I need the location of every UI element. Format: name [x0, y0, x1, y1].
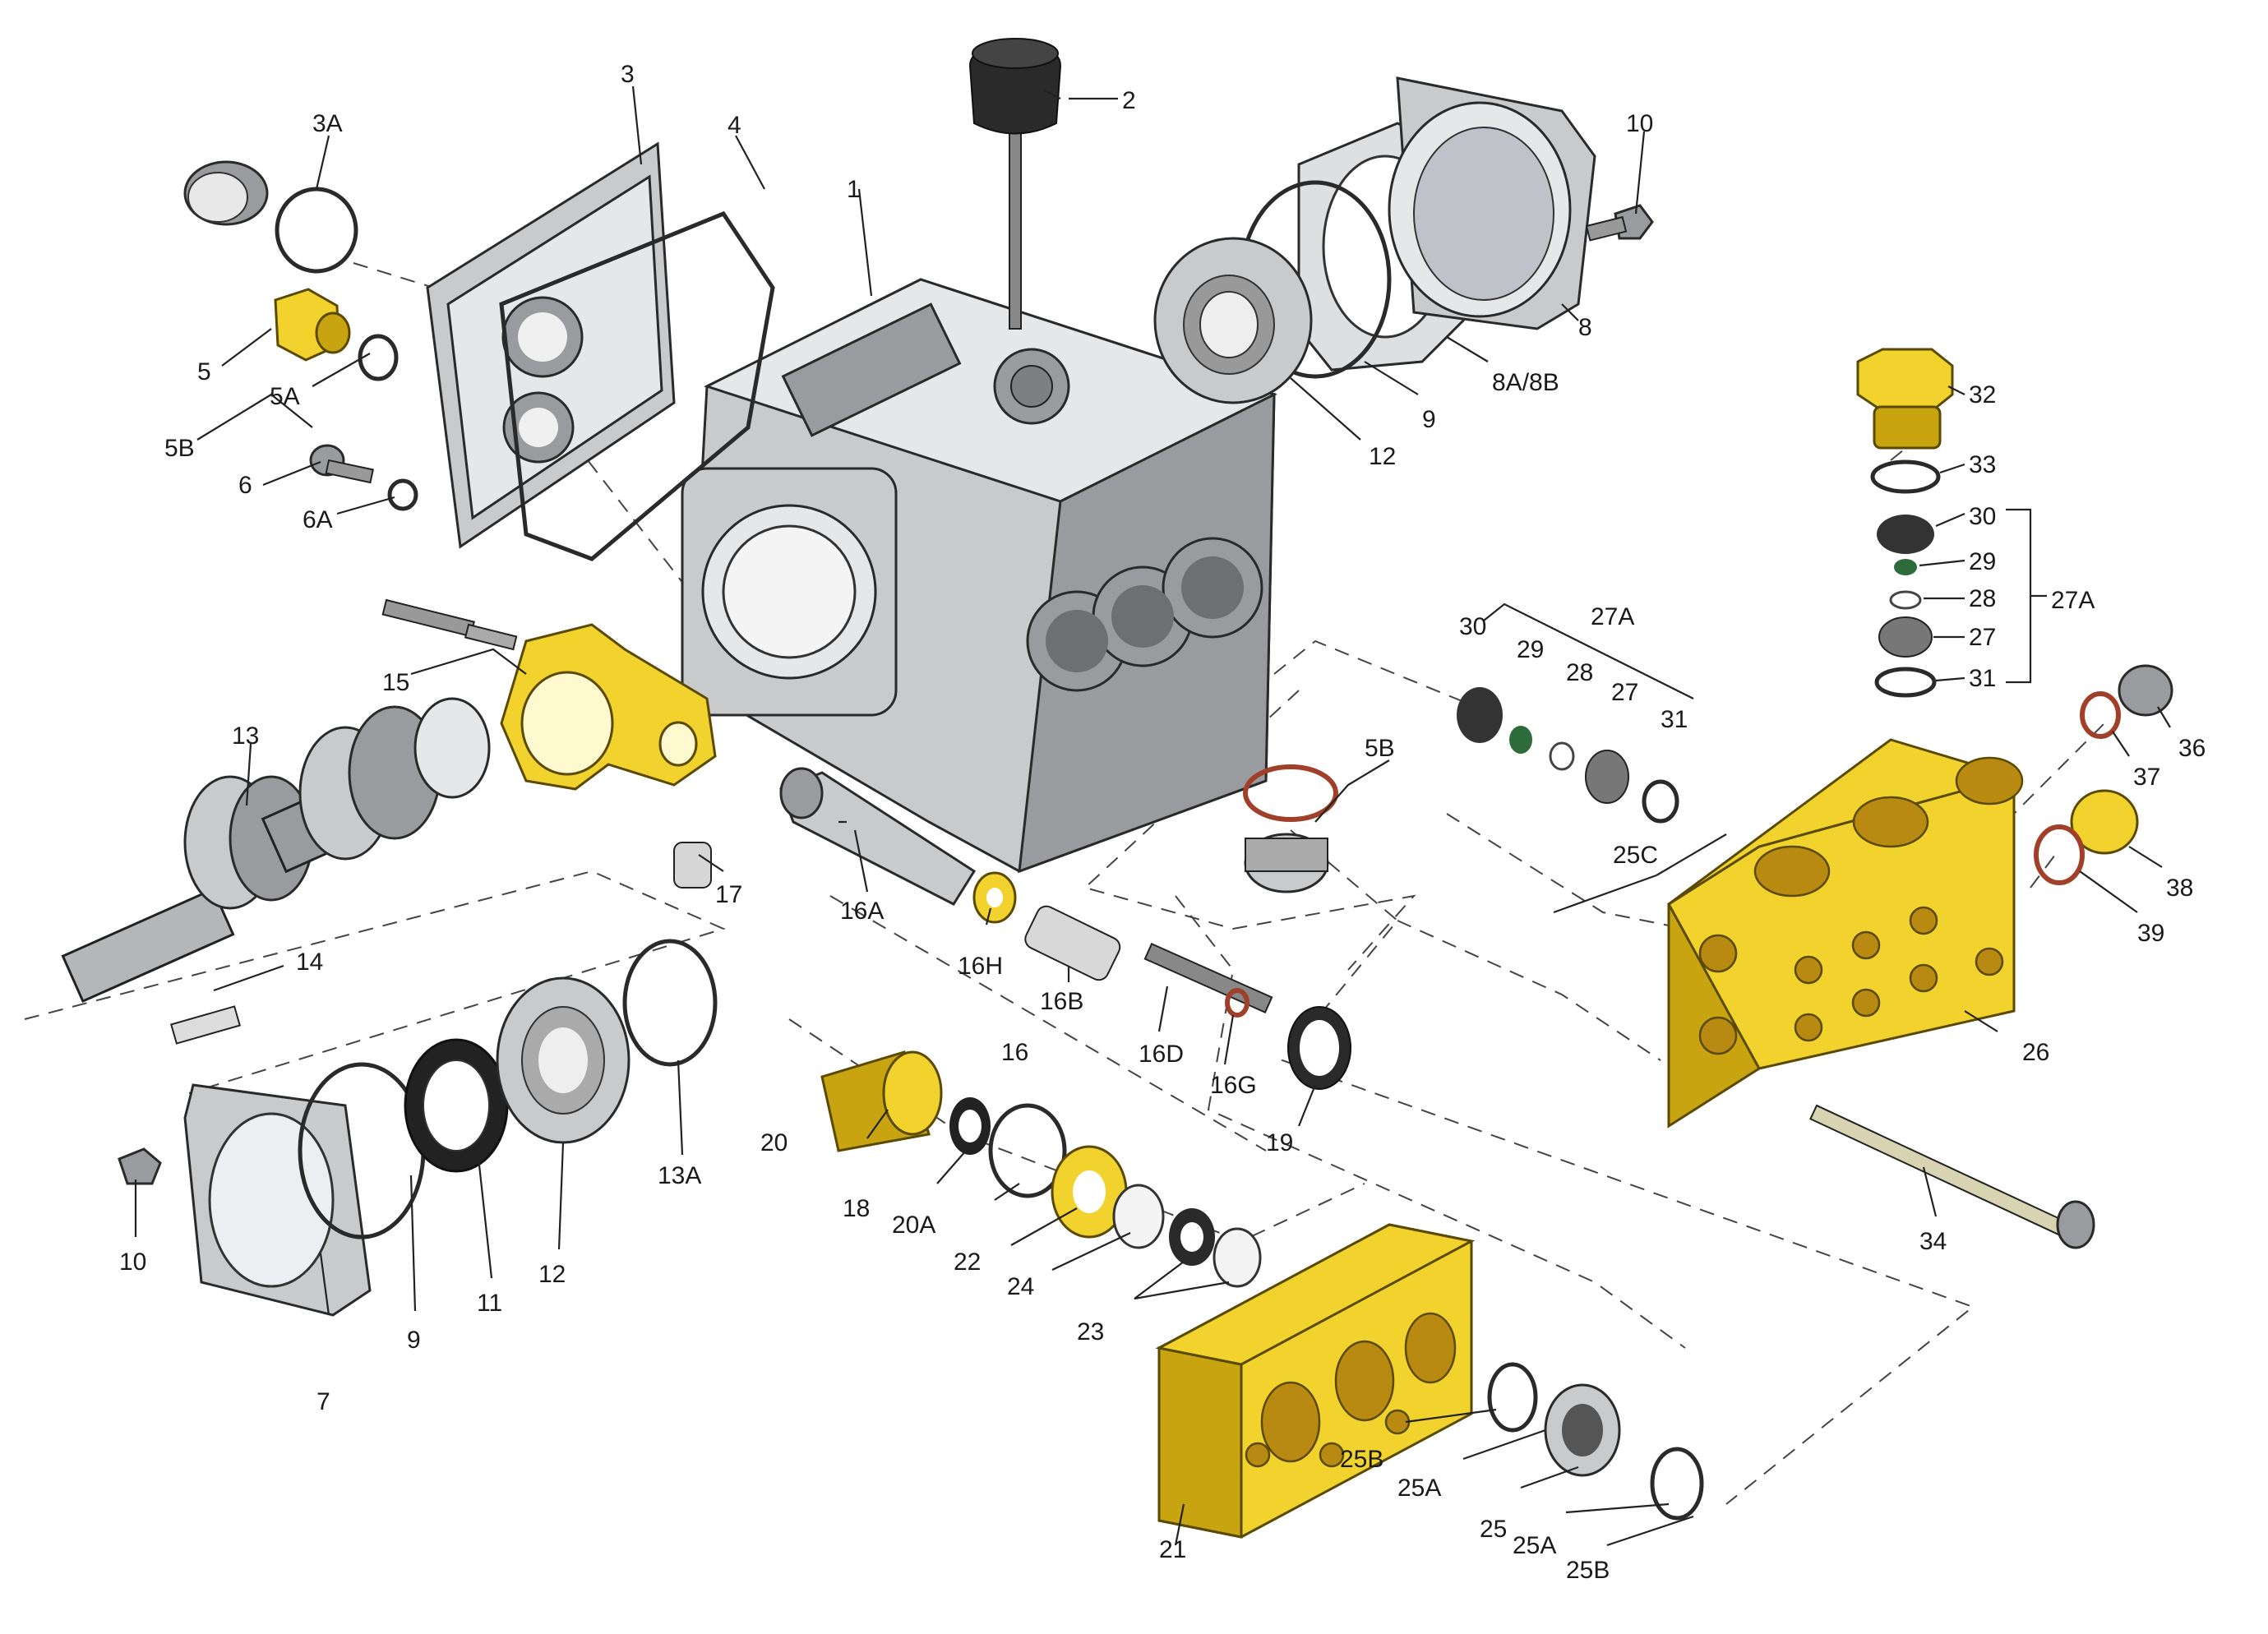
label-6a: 6A — [303, 506, 333, 533]
label-30-mid: 30 — [1459, 613, 1486, 640]
label-2: 2 — [1122, 87, 1136, 114]
label-12-top: 12 — [1369, 443, 1396, 470]
label-33: 33 — [1969, 451, 1996, 478]
label-3a: 3A — [312, 110, 343, 137]
label-25b-left: 25B — [1340, 1446, 1383, 1473]
label-34: 34 — [1919, 1228, 1947, 1255]
plunger-group — [673, 767, 1351, 1090]
label-10-top: 10 — [1626, 110, 1653, 137]
label-23: 23 — [1077, 1318, 1104, 1346]
label-27-right: 27 — [1969, 624, 1996, 651]
label-20: 20 — [760, 1129, 788, 1156]
valve-group-middle — [1457, 687, 1679, 824]
label-20a: 20A — [892, 1212, 935, 1239]
label-22: 22 — [954, 1249, 981, 1276]
label-4: 4 — [728, 112, 741, 139]
label-16a: 16A — [840, 898, 884, 925]
label-37: 37 — [2133, 764, 2160, 791]
connecting-rod — [381, 598, 717, 791]
label-7: 7 — [316, 1388, 330, 1415]
valve-group-right — [1856, 348, 1954, 698]
label-29-right: 29 — [1969, 548, 1996, 575]
label-31-mid: 31 — [1661, 706, 1688, 733]
crankcase-body — [681, 278, 1277, 874]
label-25c: 25C — [1613, 842, 1658, 869]
label-9-top: 9 — [1422, 406, 1436, 433]
label-13a: 13A — [658, 1162, 701, 1189]
side-plugs — [2034, 664, 2173, 885]
seal-group — [820, 1050, 1262, 1288]
label-1: 1 — [847, 176, 861, 203]
label-29-mid: 29 — [1517, 636, 1544, 663]
brass-plug-5 — [274, 288, 399, 381]
plug-3a — [183, 160, 358, 274]
label-28-right: 28 — [1969, 585, 1996, 612]
rear-cover — [426, 141, 676, 549]
label-21: 21 — [1159, 1536, 1186, 1563]
bolt-34 — [1809, 1104, 2095, 1249]
leader-lines — [134, 85, 2171, 1547]
label-27a-mid: 27A — [1591, 603, 1634, 630]
label-24: 24 — [1007, 1273, 1034, 1300]
label-5b-left: 5B — [164, 435, 195, 462]
bolt-6 — [309, 444, 418, 511]
label-8a8b: 8A/8B — [1492, 369, 1559, 396]
oil-dipstick — [968, 38, 1062, 330]
left-bearing-group — [118, 939, 718, 1317]
label-16g: 16G — [1210, 1072, 1257, 1099]
label-25: 25 — [1480, 1516, 1507, 1543]
label-27a-right: 27A — [2051, 587, 2095, 614]
label-11: 11 — [477, 1290, 502, 1317]
label-17: 17 — [715, 881, 742, 908]
label-16b: 16B — [1040, 988, 1083, 1015]
label-38: 38 — [2166, 875, 2193, 902]
label-25a-left: 25A — [1397, 1475, 1441, 1502]
label-10-bottom: 10 — [119, 1249, 146, 1276]
label-9-bottom: 9 — [407, 1327, 421, 1354]
label-13: 13 — [232, 722, 259, 750]
label-25b-right: 25B — [1566, 1557, 1610, 1584]
label-14: 14 — [296, 949, 323, 976]
label-31-right: 31 — [1969, 665, 1996, 692]
label-3: 3 — [621, 61, 635, 88]
block-21 — [1155, 1223, 1476, 1539]
right-bearing-group — [1153, 76, 1654, 404]
label-16: 16 — [1001, 1039, 1028, 1066]
label-25a-right: 25A — [1513, 1532, 1556, 1559]
label-5a: 5A — [270, 383, 300, 410]
label-18: 18 — [843, 1195, 870, 1222]
label-30-right: 30 — [1969, 503, 1996, 530]
label-19: 19 — [1266, 1129, 1293, 1156]
label-39: 39 — [2137, 920, 2164, 947]
part-labels: 1 2 3 3A 4 5 5A 5B 6 6A 7 8 8A/8B 9 9 10… — [119, 61, 2206, 1584]
label-8: 8 — [1578, 314, 1592, 341]
label-28-mid: 28 — [1566, 659, 1593, 686]
manifold-26 — [1667, 738, 2024, 1129]
label-16d: 16D — [1139, 1041, 1184, 1068]
crankshaft — [61, 697, 491, 1045]
plug-5b-middle — [1243, 764, 1338, 893]
label-27-mid: 27 — [1611, 679, 1638, 706]
label-15: 15 — [382, 669, 409, 696]
label-16h: 16H — [958, 953, 1003, 980]
label-32: 32 — [1969, 381, 1996, 408]
label-36: 36 — [2178, 735, 2206, 762]
label-5b-right: 5B — [1365, 735, 1395, 762]
valve-25 — [1487, 1362, 1704, 1521]
cover-o-ring — [499, 210, 775, 561]
label-6: 6 — [238, 472, 252, 499]
label-12-bottom: 12 — [538, 1261, 566, 1288]
label-26: 26 — [2022, 1039, 2049, 1066]
label-5: 5 — [197, 358, 211, 385]
